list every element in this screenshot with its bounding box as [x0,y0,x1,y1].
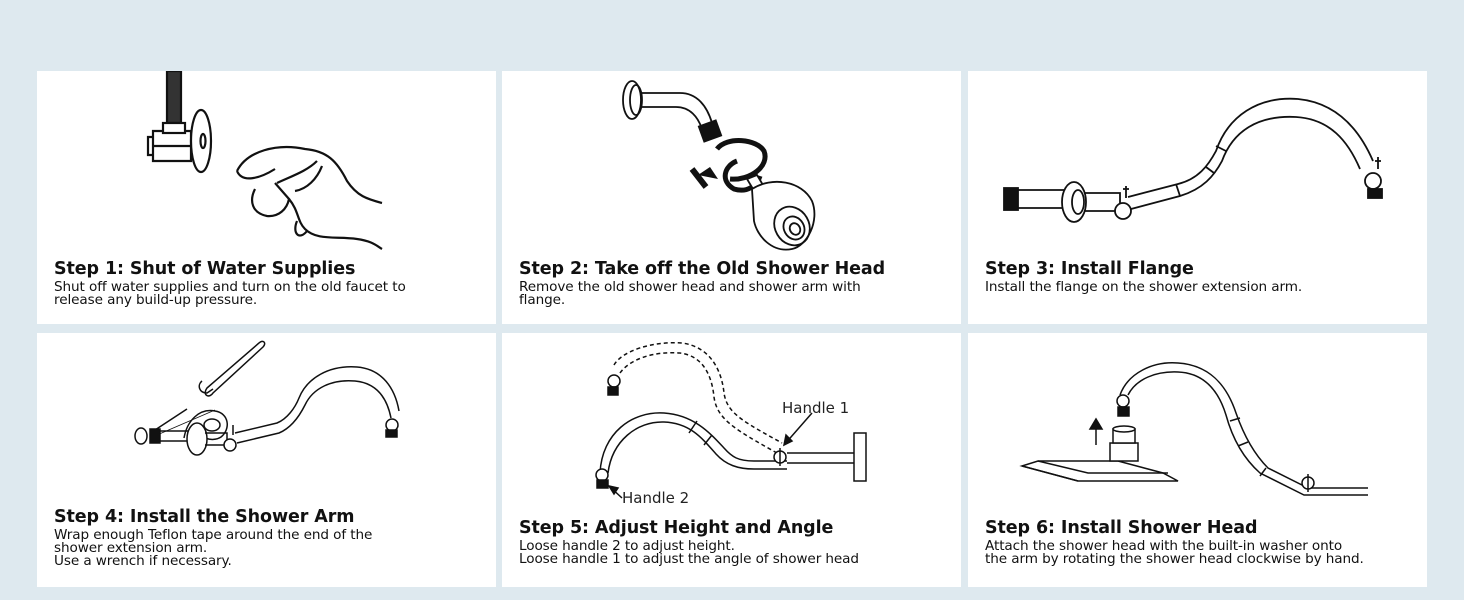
attach-rain-shower-head-icon [1019,362,1368,496]
step-2-panel: Step 2: Take off the Old Shower Head Rem… [502,71,961,324]
step-3-panel: Step 3: Install Flange Install the flang… [968,71,1427,324]
step-1-panel: Step 1: Shut of Water Supplies Shut off … [37,71,496,324]
step-description: Attach the shower head with the built-in… [985,538,1364,567]
flange-on-extension-arm-icon [1003,97,1383,223]
step-description: Install the flange on the shower extensi… [985,279,1303,295]
step-title: Step 1: Shut of Water Supplies [54,259,356,279]
step-description: Loose handle 2 to adjust height. Loose h… [519,538,859,567]
step-description: Wrap enough Teflon tape around the end o… [54,527,373,569]
step-title: Step 5: Adjust Height and Angle [519,518,834,538]
step-5-panel: Handle 1 Handle 2 Step 5: Adjust Height … [502,333,961,587]
step-description: Shut off water supplies and turn on the … [54,279,406,308]
step-4-panel: Step 4: Install the Shower Arm Wrap enou… [37,333,496,587]
adjustable-arm-handles-icon: Handle 1 Handle 2 [595,342,867,507]
hand-turning-shutoff-valve-icon [146,71,383,250]
remove-old-shower-head-icon [622,80,816,251]
step-6-panel: Step 6: Install Shower Head Attach the s… [968,333,1427,587]
step-description: Remove the old shower head and shower ar… [519,279,861,308]
teflon-tape-and-wrench-icon [134,340,400,456]
handle-2-label: Handle 2 [622,489,689,507]
step-title: Step 4: Install the Shower Arm [54,507,355,527]
step-title: Step 3: Install Flange [985,259,1194,279]
handle-1-label: Handle 1 [782,399,849,417]
step-title: Step 2: Take off the Old Shower Head [519,259,886,279]
step-title: Step 6: Install Shower Head [985,518,1258,538]
